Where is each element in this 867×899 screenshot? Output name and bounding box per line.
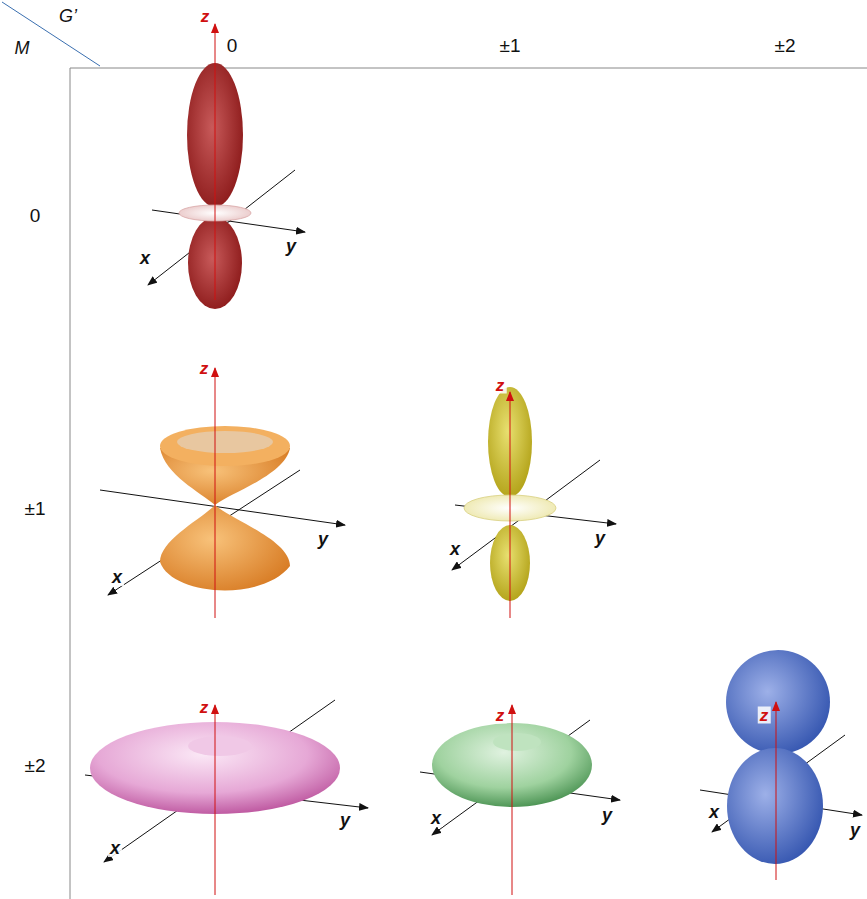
axis-label: x [707, 803, 721, 821]
axis-label: y [600, 806, 614, 824]
axis-label: y [316, 530, 330, 548]
axis-label: x [108, 839, 122, 857]
axis-label: y [593, 529, 607, 547]
axis-label: x [448, 540, 462, 558]
axis-label: z [494, 377, 507, 394]
column-header: ±2 [775, 36, 796, 55]
row-header: ±2 [25, 756, 46, 775]
column-axis-title: G’ [59, 7, 77, 25]
axis-label: z [494, 707, 507, 724]
axis-label: x [138, 249, 152, 267]
axis-label: z [198, 699, 211, 716]
row-header: 0 [30, 206, 41, 225]
axis-label: y [848, 821, 862, 839]
axis-label: z [758, 707, 771, 724]
row-header: ±1 [25, 499, 46, 518]
axis-label: x [110, 568, 124, 586]
column-header: ±1 [500, 36, 521, 55]
axis-label: z [198, 360, 211, 377]
axis-label: z [199, 8, 212, 25]
axis-label: y [284, 237, 298, 255]
row-axis-title: M [15, 39, 30, 57]
axis-label: x [429, 809, 443, 827]
column-header: 0 [227, 36, 238, 55]
axis-label: y [338, 811, 352, 829]
